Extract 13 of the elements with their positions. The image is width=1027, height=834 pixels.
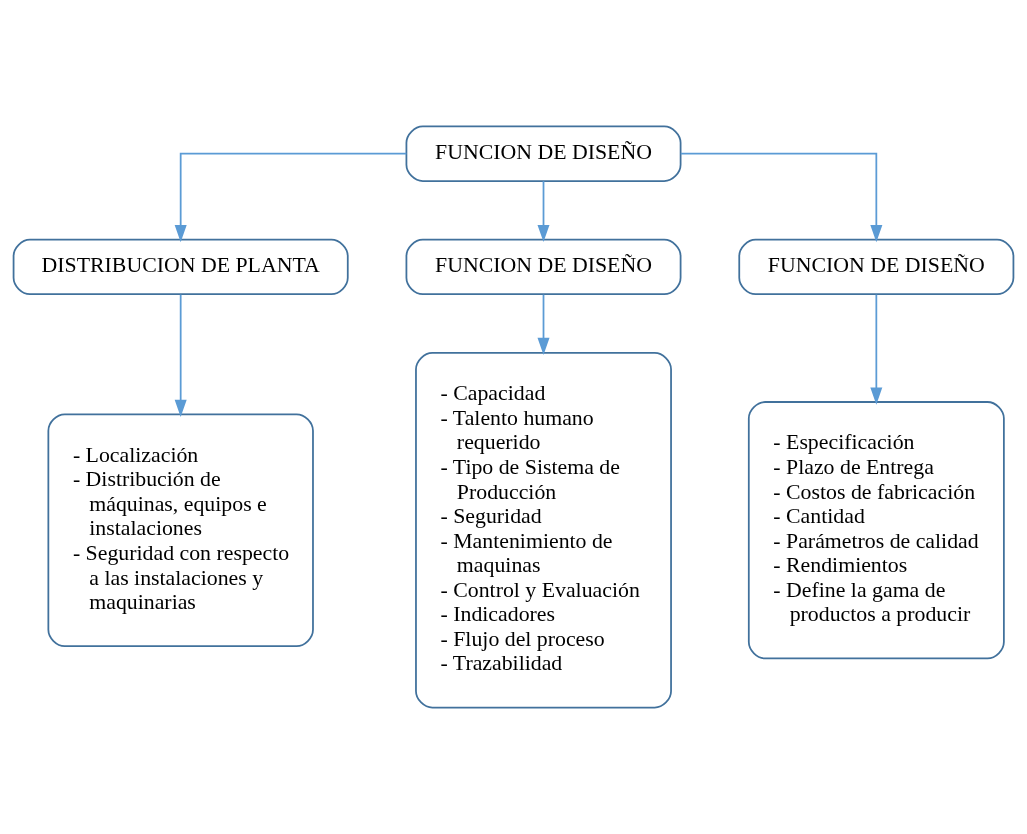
arrow <box>679 152 883 243</box>
node-box: FUNCION DE DISEÑO <box>405 238 682 296</box>
arrow <box>537 293 550 355</box>
arrow <box>870 293 883 405</box>
node-box: FUNCION DE DISEÑO <box>405 125 682 182</box>
arrow <box>537 180 550 243</box>
node-box: - Capacidad - Talento humano requerido - Tipo de Sistema de Producción - Seguridad - Mantenimiento de maquinas - Control y Evaluación - Indicadores - Flujo del proceso - Trazabilidad <box>415 352 672 709</box>
node-box: - Especificación - Plazo de Entrega - Costos de fabricación - Cantidad - Parámetros de calidad - Rendimientos - Define la gama de productos a producir <box>747 401 1005 660</box>
arrow <box>174 293 187 417</box>
node-box: FUNCION DE DISEÑO <box>738 238 1015 296</box>
node-box: DISTRIBUCION DE PLANTA <box>12 238 349 296</box>
node-box: - Localización - Distribución de máquinas, equipos e instalaciones - Seguridad con respecto a las instalaciones y maquinarias <box>47 413 314 648</box>
arrow <box>174 152 408 243</box>
